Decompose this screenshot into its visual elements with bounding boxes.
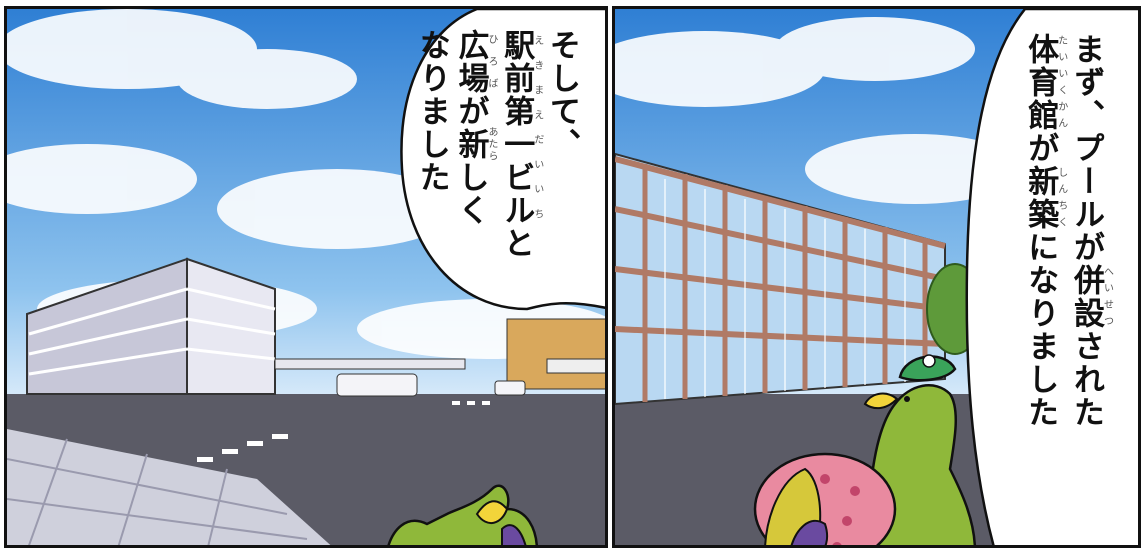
text-ga: が — [452, 95, 489, 128]
ruby-base-taiikukan: 体育館 — [1022, 33, 1059, 132]
speech-text-left: そして、 駅前第一ビルえきまえだいいちと 広場ひろばが新あたらしく なりました — [412, 29, 581, 329]
mascot-bird-right — [753, 354, 976, 545]
ruby-hiroba: 広場ひろば — [452, 29, 498, 95]
mascot-bird-left — [387, 484, 538, 545]
plaza-pavement — [7, 429, 331, 545]
bus-terminal — [274, 318, 605, 397]
paving-lines — [7, 438, 308, 545]
speech-text-right: まず、プールが併設へいせつされた 体育館たいいくかんが新築しんちくになりました — [1021, 33, 1113, 533]
ruby-reading-taiikukan: たいいくかん — [1055, 33, 1067, 132]
text-shiku: しく — [452, 161, 489, 227]
ruby-base-atara: 新 — [452, 126, 489, 163]
text-line-1: そして、 — [544, 29, 580, 161]
text-line-1: まず、プールが併設へいせつされた — [1066, 33, 1113, 533]
ruby-base-heisetsu: 併設 — [1068, 264, 1104, 330]
ruby-taiikukan: 体育館たいいくかん — [1022, 33, 1067, 132]
text-to: と — [498, 227, 535, 260]
ruby-heisetsu: 併設へいせつ — [1068, 264, 1113, 330]
ruby-reading-ekimae: えきまえだいいち — [531, 29, 543, 227]
gymnasium-building — [615, 152, 946, 406]
speech-bubble — [965, 9, 1138, 545]
ruby-reading-heisetsu: へいせつ — [1101, 264, 1113, 330]
ruby-reading-shinchiku: しんちく — [1055, 165, 1067, 231]
panel-left: そして、 駅前第一ビルえきまえだいいちと 広場ひろばが新あたらしく なりました — [4, 6, 608, 548]
text-ninarimashita: になりました — [1022, 231, 1059, 429]
ruby-reading-atara: あたら — [486, 126, 497, 163]
ruby-shinchiku: 新築しんちく — [1022, 165, 1067, 231]
text-line-4: なりました — [413, 29, 450, 194]
text-mazu: まず、プールが — [1068, 33, 1104, 264]
text-line-2: 体育館たいいくかんが新築しんちくになりました — [1021, 33, 1067, 533]
ekimae-daiichi-building — [26, 257, 276, 395]
panel-left-art — [7, 9, 605, 545]
panel-right: まず、プールが併設へいせつされた 体育館たいいくかんが新築しんちくになりました — [612, 6, 1141, 548]
ruby-ekimae: 駅前第一ビルえきまえだいいち — [498, 29, 543, 227]
ruby-base-ekimae: 駅前第一ビル — [498, 29, 535, 227]
panel-right-art — [615, 9, 1138, 545]
ruby-base-hiroba: 広場 — [452, 29, 489, 95]
text-ga: が — [1022, 132, 1059, 165]
ruby-base-shinchiku: 新築 — [1022, 165, 1059, 231]
ruby-atara: 新あたら — [452, 126, 498, 163]
ruby-reading-hiroba: ひろば — [486, 29, 497, 95]
text-sareta: された — [1068, 330, 1104, 429]
crosswalk — [197, 401, 490, 462]
speech-bubble — [400, 9, 605, 311]
text-line-3: 広場ひろばが新あたらしく — [451, 29, 498, 329]
text-line-2: 駅前第一ビルえきまえだいいちと — [497, 29, 543, 329]
